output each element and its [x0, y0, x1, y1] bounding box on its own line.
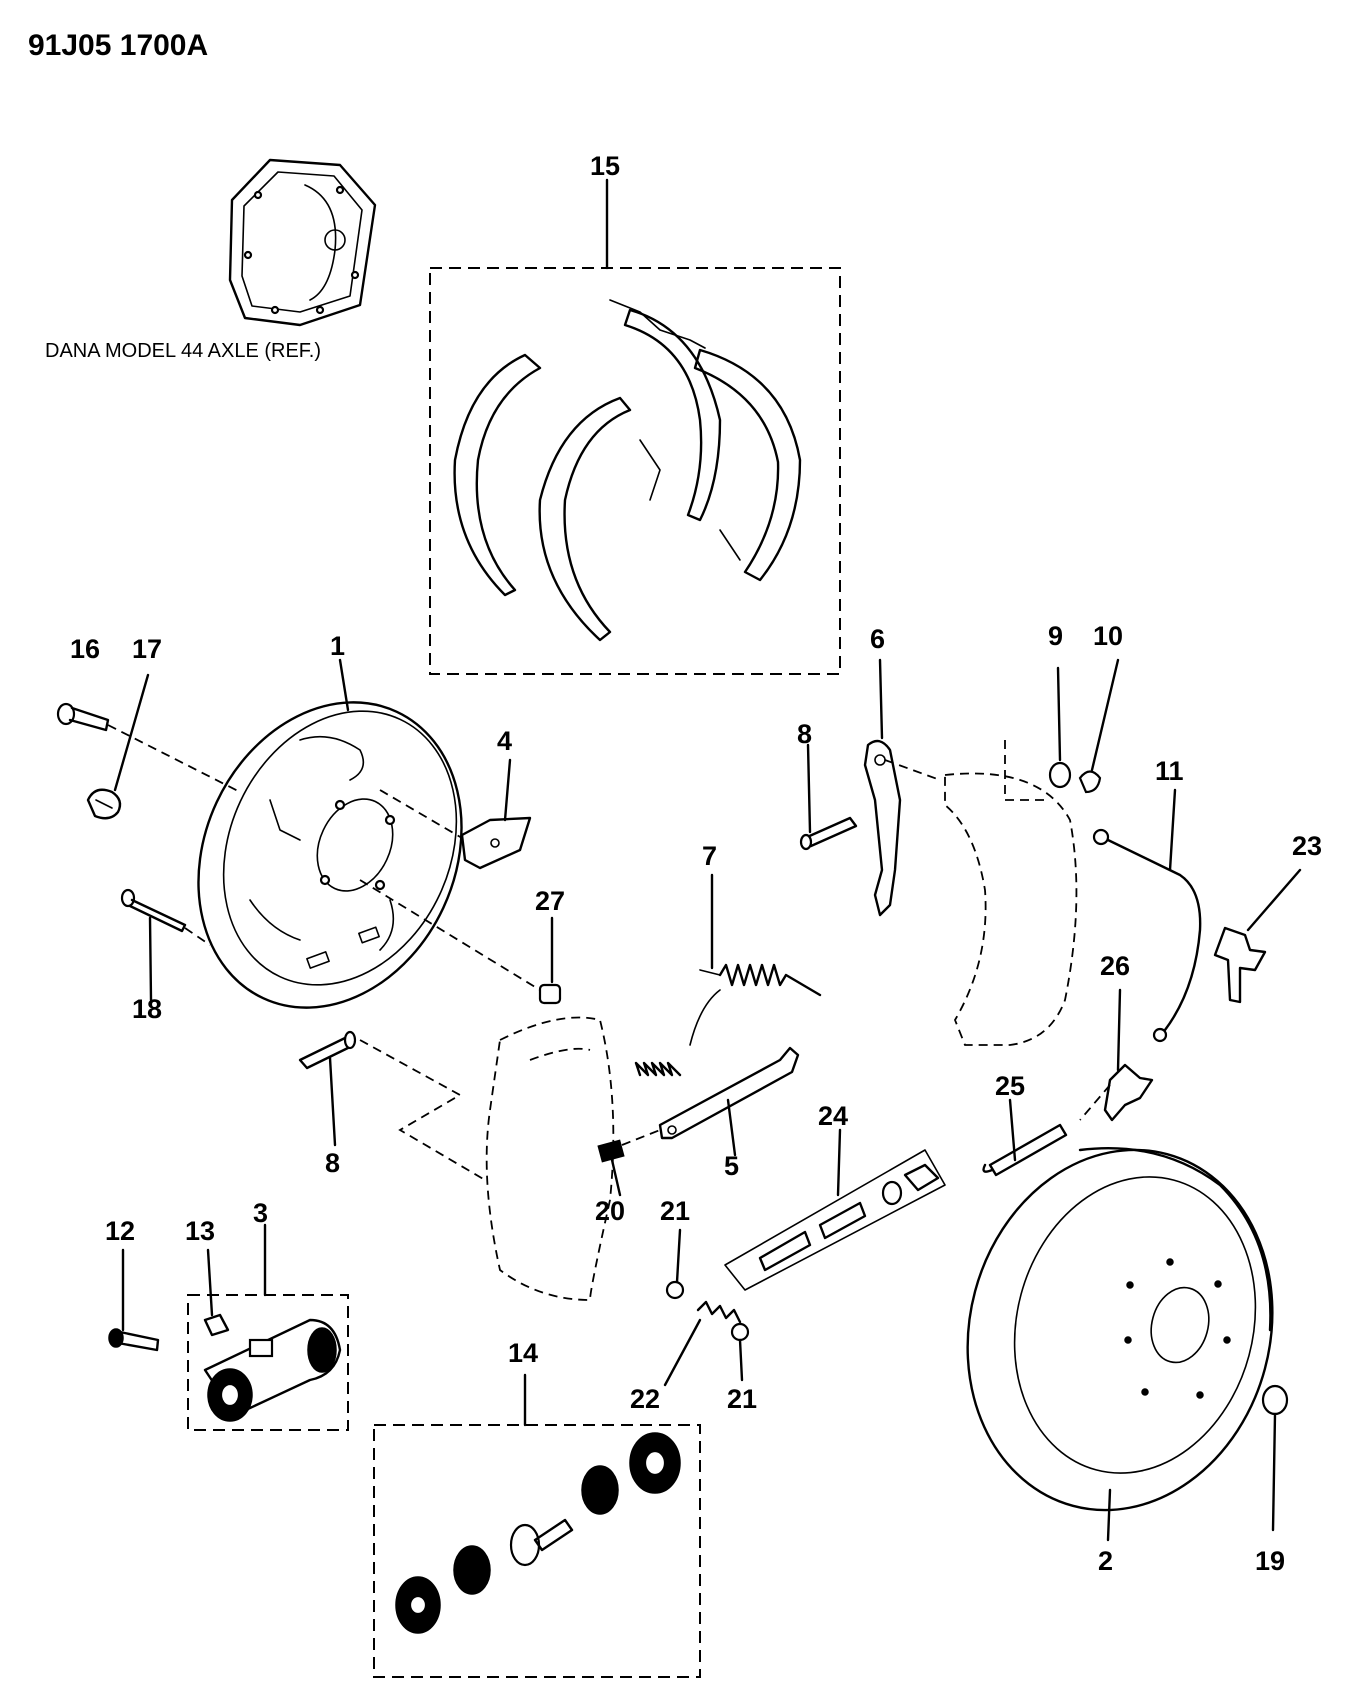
pin-8-left-illustration: [298, 1030, 486, 1181]
wheel-cylinder-box: [187, 1294, 349, 1431]
brake-shoe-set-illustration: [453, 299, 802, 642]
washer-9-illustration: [1048, 761, 1072, 789]
washer-21-upper-illustration: [665, 1280, 685, 1300]
callout-3: 3: [253, 1198, 268, 1228]
spring-22-illustration: [696, 1300, 742, 1324]
leader-21-lower: [738, 1338, 744, 1382]
repair-kit-box: [373, 1424, 701, 1678]
cable-11-illustration: [1092, 828, 1202, 1043]
callout-2: 2: [1098, 1546, 1113, 1576]
callout-13: 13: [185, 1216, 215, 1246]
leader-5: [726, 1098, 737, 1157]
leader-26: [1116, 988, 1122, 1072]
leader-24: [836, 1128, 842, 1197]
leader-17: [113, 673, 150, 792]
callout-24: 24: [818, 1101, 848, 1131]
leader-11: [1168, 788, 1177, 872]
callout-10: 10: [1093, 621, 1123, 651]
washer-17-illustration: [86, 788, 122, 820]
callout-21-upper: 21: [660, 1196, 690, 1226]
callout-18: 18: [132, 994, 162, 1024]
callout-19: 19: [1255, 1546, 1285, 1576]
callout-21-lower: 21: [727, 1384, 757, 1414]
clip-20-illustration: [597, 1129, 661, 1163]
spring-7-illustration: [634, 963, 822, 1077]
leader-23: [1246, 868, 1302, 932]
leader-20: [610, 1158, 622, 1197]
leader-18: [148, 916, 153, 1002]
brake-drum-2-illustration: [966, 1147, 1274, 1512]
callout-23: 23: [1292, 831, 1322, 861]
leader-8-right: [806, 743, 812, 834]
repair-kit-14-illustration: [395, 1432, 681, 1634]
plate-4-illustration: [379, 789, 532, 870]
brake-shoe-kit-box: [429, 267, 841, 675]
callout-8-right: 8: [797, 719, 812, 749]
washer-21-lower-illustration: [730, 1322, 750, 1342]
callout-11: 11: [1155, 756, 1184, 786]
callout-12: 12: [105, 1216, 135, 1246]
wheel-cylinder-3-illustration: [203, 1318, 342, 1422]
ghost-shoe-left: [485, 1016, 615, 1301]
adjuster-24-illustration: [724, 1149, 946, 1291]
leader-10: [1090, 658, 1120, 772]
callout-20: 20: [595, 1196, 625, 1226]
leader-8-left: [328, 1056, 337, 1147]
axle-cover-illustration: [228, 158, 377, 327]
callout-9: 9: [1048, 621, 1063, 651]
bleeder-13-illustration: [203, 1313, 230, 1337]
callout-15: 15: [590, 151, 620, 181]
strut-5-illustration: [658, 1046, 800, 1140]
callout-17: 17: [132, 634, 162, 664]
callout-5: 5: [724, 1151, 739, 1181]
leader-6: [878, 658, 884, 740]
leader-2: [1106, 1488, 1112, 1542]
callout-7: 7: [702, 841, 717, 871]
clip-19-illustration: [1261, 1384, 1289, 1416]
callout-14: 14: [508, 1338, 538, 1368]
callout-4: 4: [497, 726, 512, 756]
reference-caption: DANA MODEL 44 AXLE (REF.): [45, 340, 321, 362]
callout-16: 16: [70, 634, 100, 664]
callout-25: 25: [995, 1071, 1025, 1101]
nut-27-illustration: [359, 879, 562, 1005]
callout-22: 22: [630, 1384, 660, 1414]
lever-26-illustration: [1079, 1063, 1154, 1122]
leader-25: [1008, 1098, 1017, 1162]
leader-1: [338, 658, 350, 712]
backing-plate-illustration: [197, 701, 463, 1009]
bolt-18-illustration: [120, 888, 211, 946]
ghost-shoe-right: [944, 740, 1078, 1046]
spring-25-illustration: [982, 1123, 1068, 1177]
leader-13: [206, 1248, 214, 1317]
leader-21-upper: [675, 1228, 682, 1284]
clip-10-illustration: [1078, 770, 1102, 794]
pin-8-right-illustration: [799, 816, 858, 851]
callout-1: 1: [330, 631, 345, 661]
leader-22: [663, 1318, 702, 1387]
bolt-16-illustration: [56, 702, 241, 793]
leader-9: [1056, 666, 1062, 762]
leader-19: [1271, 1412, 1277, 1532]
leader-4: [503, 758, 512, 822]
callout-27: 27: [535, 886, 565, 916]
callout-26: 26: [1100, 951, 1130, 981]
diagram-code: 91J05 1700A: [28, 29, 208, 62]
lever-6-illustration: [863, 739, 941, 917]
callout-6: 6: [870, 624, 885, 654]
bracket-23-illustration: [1213, 926, 1267, 1004]
callout-8-left: 8: [325, 1148, 340, 1178]
bolt-12-illustration: [108, 1328, 160, 1352]
